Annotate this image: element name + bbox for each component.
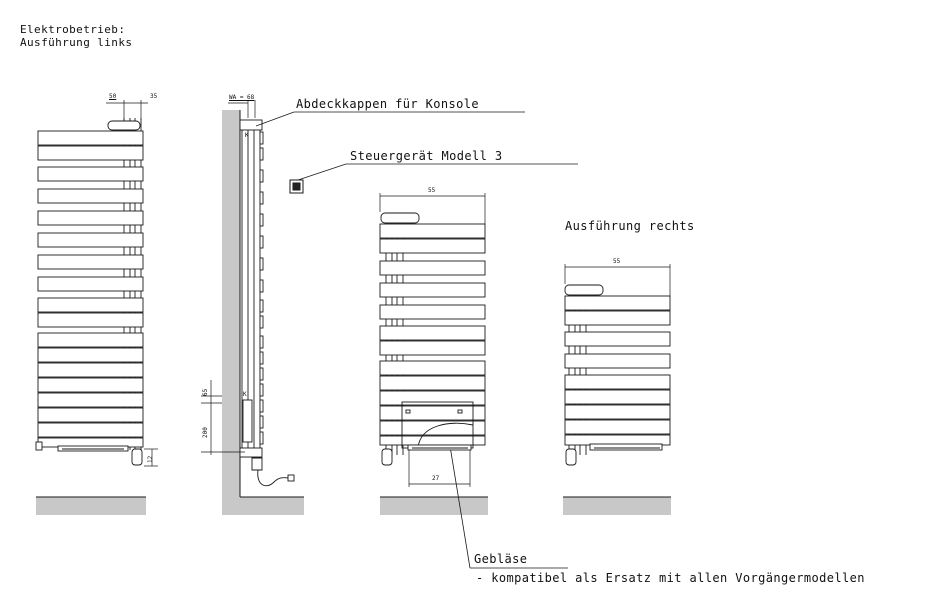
dim-front-left-top-a: 50 bbox=[109, 93, 117, 100]
dim-side-wa: WA = 68 bbox=[229, 94, 255, 101]
dim-side-k-top: K bbox=[245, 132, 249, 139]
header-line-2: Ausführung links bbox=[20, 36, 133, 49]
radiator-side-view bbox=[239, 119, 295, 487]
wall-side bbox=[222, 110, 240, 515]
floor-left bbox=[36, 497, 146, 515]
dim-side-k-bottom: K bbox=[243, 391, 247, 398]
radiator-front-left bbox=[35, 118, 144, 466]
dim-center-fan-width: 27 bbox=[432, 475, 440, 482]
floor-right bbox=[563, 497, 671, 515]
callout-caps: Abdeckkappen für Konsole bbox=[296, 97, 479, 111]
dim-front-left-bottom: 12 bbox=[147, 455, 154, 463]
floor-side bbox=[240, 497, 304, 515]
dim-side-200: 200 bbox=[202, 427, 209, 438]
radiator-front-center bbox=[379, 212, 486, 466]
controller-icon bbox=[289, 179, 304, 194]
header-line-1: Elektrobetrieb: bbox=[20, 23, 126, 36]
dim-front-left-top-b: 35 bbox=[150, 93, 158, 100]
dim-center-width: 55 bbox=[428, 187, 436, 194]
callout-controller: Steuergerät Modell 3 bbox=[350, 149, 503, 163]
callout-variant-right: Ausführung rechts bbox=[565, 219, 695, 233]
floor-center bbox=[380, 497, 488, 515]
radiator-front-right bbox=[564, 284, 671, 466]
callout-fan: Gebläse bbox=[474, 552, 528, 566]
dim-side-65: 65 bbox=[202, 388, 209, 396]
callout-fan-note: - kompatibel als Ersatz mit allen Vorgän… bbox=[476, 571, 865, 585]
dim-right-width: 55 bbox=[613, 258, 621, 265]
